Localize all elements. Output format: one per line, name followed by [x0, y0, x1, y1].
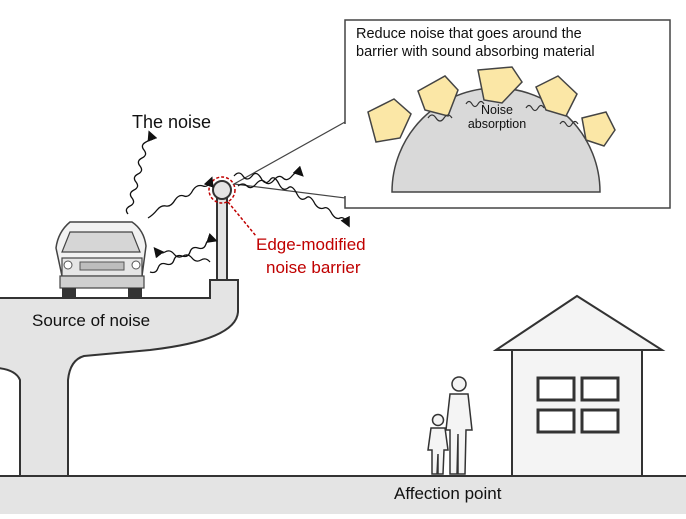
wave-up	[125, 130, 158, 215]
absorber-1	[367, 98, 412, 143]
absorber-2	[417, 75, 459, 117]
callout-line2: barrier with sound absorbing material	[356, 44, 595, 60]
source-of-noise-label: Source of noise	[32, 311, 151, 330]
barrier-label-line1: Edge-modified	[256, 235, 366, 254]
absorb-line1: Noise	[481, 103, 513, 117]
noise-absorption-label: Noise absorption	[452, 103, 542, 131]
elevated-road	[0, 279, 239, 477]
wave-back	[153, 246, 211, 263]
barrier-label-line2: noise barrier	[266, 258, 361, 277]
callout-line1: Reduce noise that goes around the	[356, 26, 582, 42]
wave-upper	[237, 165, 304, 189]
child-person-icon	[427, 413, 449, 475]
noise-waves	[125, 130, 350, 274]
barrier-pole	[216, 197, 228, 281]
absorb-line2: absorption	[467, 117, 527, 131]
absorption-waves	[427, 100, 579, 128]
ground	[0, 475, 686, 517]
affection-point-label: Affection point	[394, 484, 502, 503]
wave-past	[233, 172, 350, 228]
absorber-4	[535, 75, 578, 117]
sound-absorbers	[367, 66, 616, 147]
barrier-edge-highlight	[208, 176, 236, 204]
car-icon	[55, 221, 147, 298]
absorber-3	[477, 66, 523, 104]
absorber-5	[581, 111, 616, 147]
adult-person-icon	[445, 376, 473, 475]
wave-over	[147, 176, 214, 219]
house-icon	[492, 294, 666, 477]
noise-label: The noise	[132, 112, 212, 132]
barrier-leader-line	[227, 201, 257, 237]
callout-text: Reduce noise that goes around the barrie…	[356, 25, 646, 61]
barrier-edge	[212, 180, 232, 200]
edge-modified-barrier-label: Edge-modified noise barrier	[256, 233, 366, 279]
